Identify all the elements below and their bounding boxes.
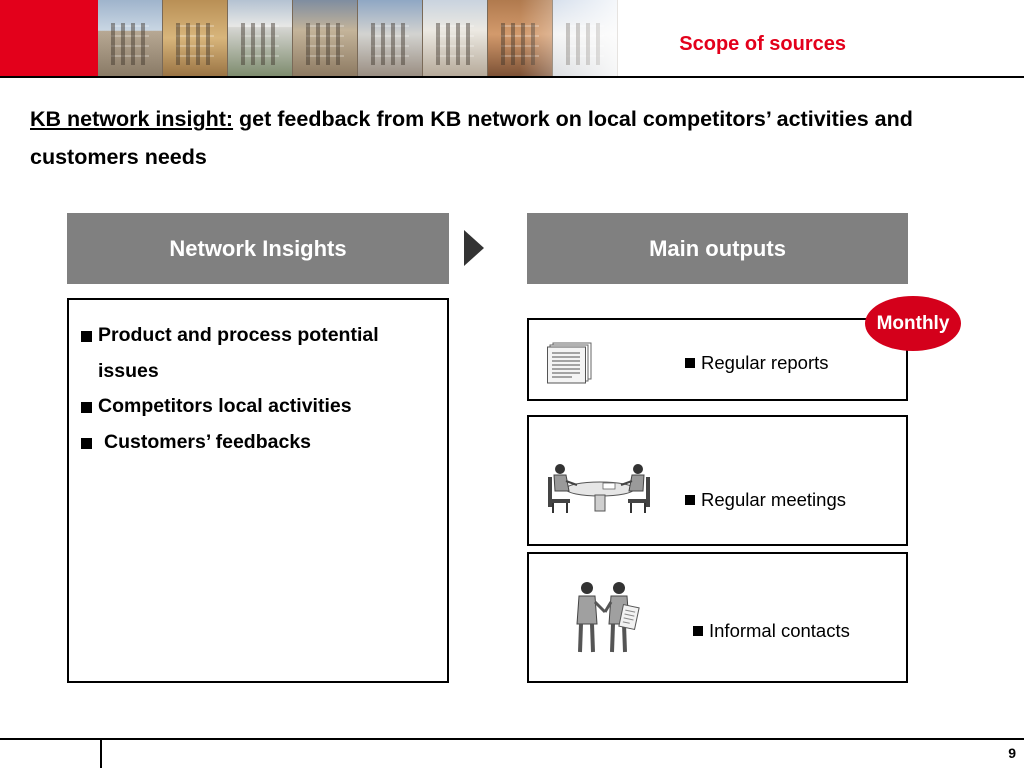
arrow-right-icon	[464, 230, 484, 266]
insights-box: Product and process potential issues Com…	[67, 298, 449, 683]
photo-fade	[520, 0, 640, 76]
square-bullet-icon	[693, 626, 703, 636]
square-bullet-icon	[81, 331, 92, 342]
page-number: 9	[1008, 745, 1016, 761]
square-bullet-icon	[685, 495, 695, 505]
insight-item: Product and process potential issues	[81, 318, 437, 389]
main-outputs-header: Main outputs	[527, 213, 908, 284]
header-banner: Scope of sources	[0, 0, 1024, 78]
square-bullet-icon	[81, 402, 92, 413]
output-label: Informal contacts	[693, 620, 850, 642]
meeting-table-icon	[548, 464, 650, 513]
brand-red-block	[0, 0, 98, 76]
output-regular-meetings: Regular meetings	[527, 415, 908, 546]
header-divider	[0, 76, 1024, 78]
output-label: Regular meetings	[685, 489, 846, 511]
square-bullet-icon	[685, 358, 695, 368]
headline-lead: KB network insight:	[30, 107, 234, 131]
output-informal-contacts: Informal contacts	[527, 552, 908, 683]
output-regular-reports: Regular reports	[527, 318, 908, 401]
footer-tick	[100, 740, 102, 768]
insight-item: Competitors local activities	[81, 389, 437, 425]
network-insights-header: Network Insights	[67, 213, 449, 284]
headline-text: get feedback from KB network on local co…	[30, 107, 913, 169]
section-label: Scope of sources	[679, 33, 846, 55]
square-bullet-icon	[81, 437, 92, 449]
document-stack-icon	[547, 342, 592, 384]
footer-divider	[0, 738, 1024, 740]
frequency-badge: Monthly	[865, 296, 961, 351]
insight-item: Customers’ feedbacks	[81, 425, 437, 461]
output-label: Regular reports	[685, 352, 829, 374]
handshake-icon	[576, 582, 640, 653]
slide-headline: KB network insight: get feedback from KB…	[30, 100, 970, 176]
